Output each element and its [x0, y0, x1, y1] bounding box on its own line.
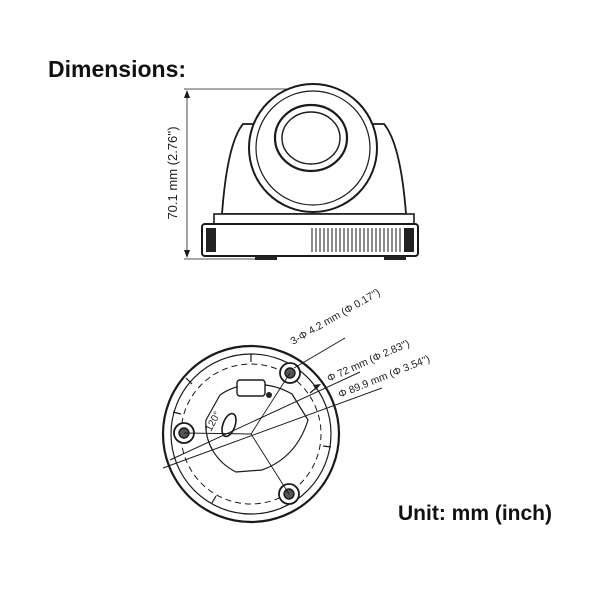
arrow-up: [184, 90, 190, 98]
inner-circle: [180, 363, 322, 505]
arrow-down: [184, 250, 190, 258]
angle-ray-left: [183, 432, 252, 435]
camera-ball: [248, 83, 378, 213]
slot-hole: [221, 412, 237, 438]
unit-label: Unit: mm (inch): [398, 502, 552, 525]
angle-label: 120°: [204, 410, 223, 433]
base-right-shade: [404, 228, 414, 252]
rim-notches: [172, 354, 332, 504]
dome-shell: [221, 123, 407, 215]
foot-left: [255, 256, 277, 260]
dimensions-heading: Dimensions:: [48, 56, 187, 82]
collar: [213, 213, 415, 225]
small-pin: [266, 392, 272, 398]
inner-diameter-leader: [169, 371, 361, 461]
lens-outer: [273, 103, 349, 173]
side-view: [184, 83, 419, 260]
leader-arrow: [313, 384, 321, 390]
lens-inner: [281, 111, 341, 165]
base-grip-ridges: [311, 228, 401, 252]
base-left-shade: [206, 228, 216, 252]
hole-diameter-label: 3-Φ 4.2 mm (Φ 0.17''): [289, 287, 383, 348]
ball-inner-ring: [255, 90, 371, 206]
bottom-view: [161, 337, 383, 524]
center-bracket: [205, 383, 309, 473]
angle-ray-bottom: [250, 433, 290, 495]
height-label: 70.1 mm (2.76''): [165, 126, 180, 219]
outer-circle: [161, 344, 341, 524]
hole-leader: [293, 337, 346, 369]
base-ring: [201, 223, 419, 257]
bracket-tab: [236, 379, 266, 397]
outer-diameter-leader: [162, 387, 383, 469]
foot-right: [384, 256, 406, 260]
angle-ray-top: [250, 372, 291, 435]
